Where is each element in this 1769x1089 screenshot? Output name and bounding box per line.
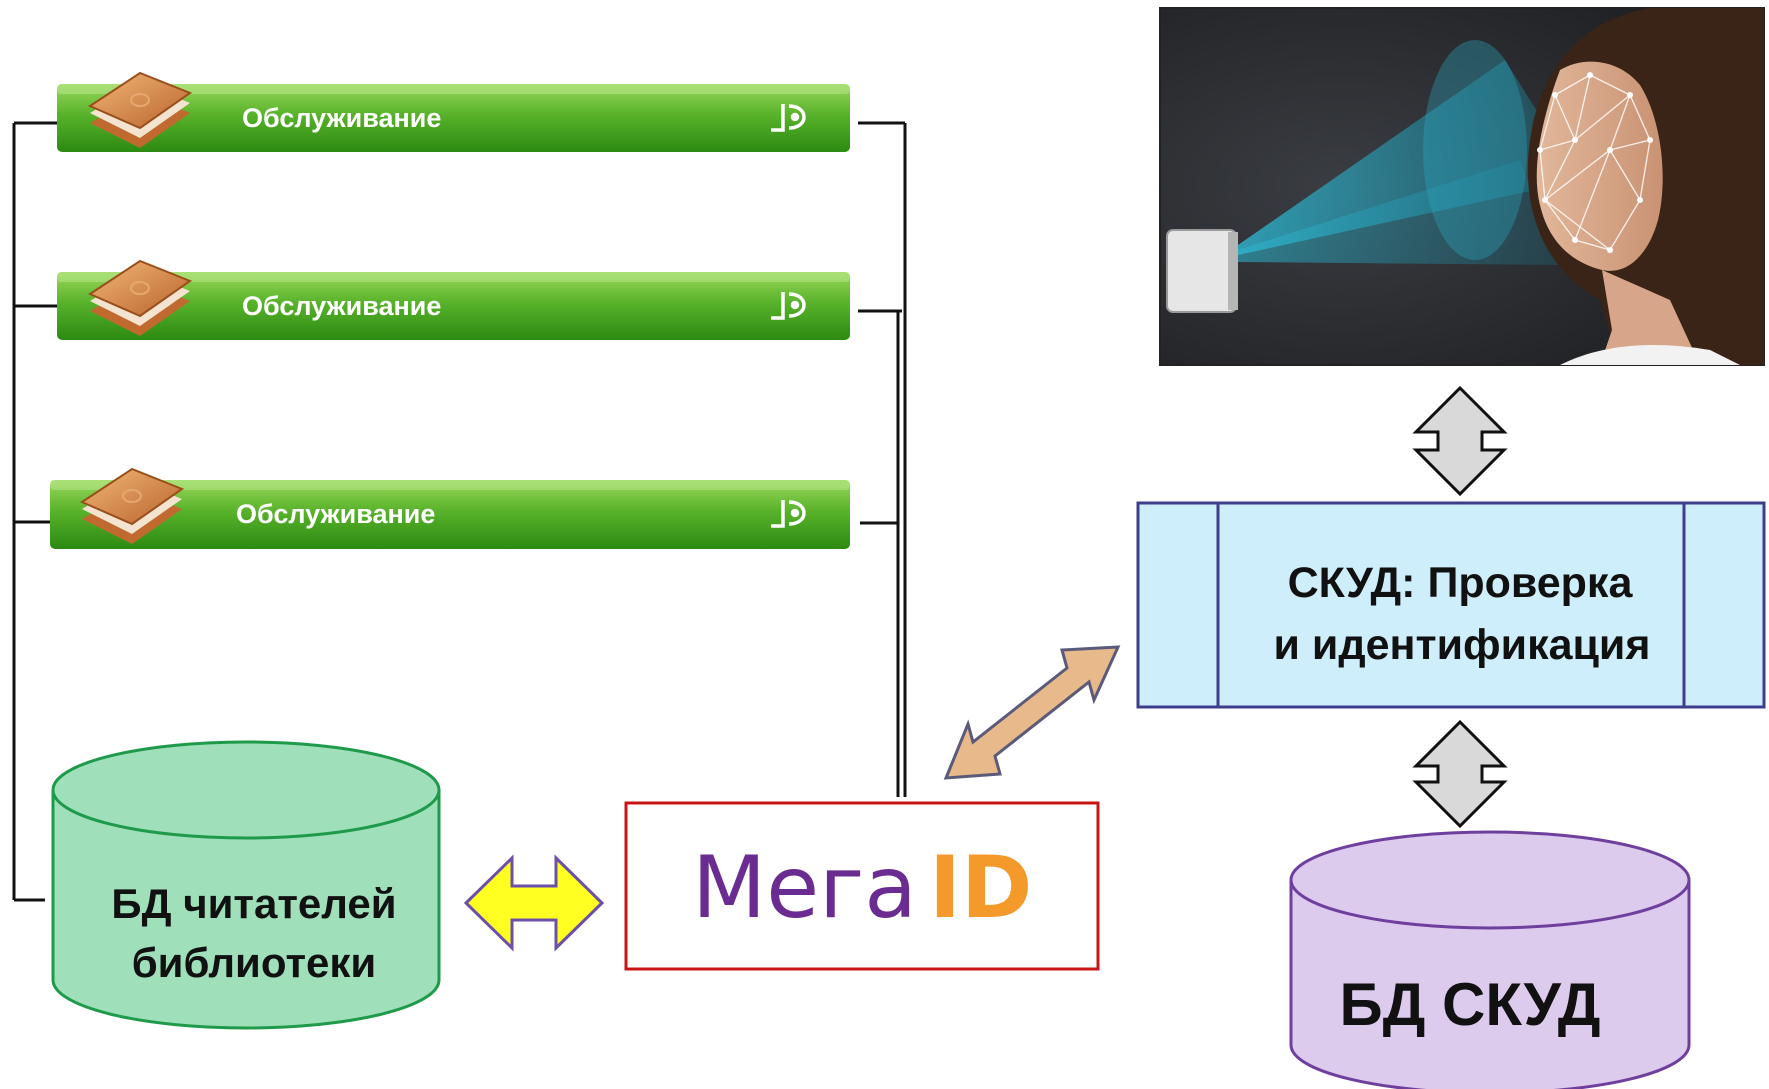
tan-double-arrow: [943, 645, 1121, 780]
service-bar-label: Обслуживание: [242, 103, 441, 133]
book-icon: [87, 71, 193, 148]
yellow-double-arrow: [463, 854, 605, 952]
book-icon: [87, 259, 193, 336]
grey-double-arrow-bottom: [1412, 719, 1508, 829]
service-bar-label: Обслуживание: [242, 291, 441, 321]
skud-db-label: БД СКУД: [1339, 971, 1600, 1038]
service-bar-2[interactable]: Обслуживание: [57, 259, 850, 340]
service-bar-3[interactable]: Обслуживание: [50, 467, 850, 549]
skud-db-cylinder: БД СКУД: [1289, 830, 1691, 1089]
face-scanner-photo: [1159, 7, 1765, 366]
grey-double-arrow-top: [1412, 385, 1508, 497]
jd-logo-icon: [771, 292, 806, 320]
skud-box-line2: и идентификация: [1274, 621, 1651, 669]
megaid-id: ID: [929, 838, 1032, 938]
left-bracket-lines: [12, 121, 57, 902]
service-bar-1[interactable]: Обслуживание: [57, 71, 850, 152]
readers-db-cylinder: БД читателей библиотеки: [51, 740, 441, 1030]
right-bracket-lines: [858, 121, 907, 797]
jd-logo-icon: [771, 104, 806, 132]
book-icon: [79, 467, 185, 544]
skud-verification-box[interactable]: СКУД: Проверка и идентификация: [1136, 501, 1766, 709]
skud-box-line1: СКУД: Проверка: [1288, 559, 1634, 607]
service-bar-label: Обслуживание: [236, 499, 435, 529]
readers-db-label-line1: БД читателей: [111, 880, 396, 927]
readers-db-label-line2: библиотеки: [132, 939, 377, 986]
megaid-box[interactable]: Мега ID: [624, 801, 1100, 971]
megaid-word: Мега: [692, 838, 917, 938]
jd-logo-icon: [771, 500, 806, 528]
